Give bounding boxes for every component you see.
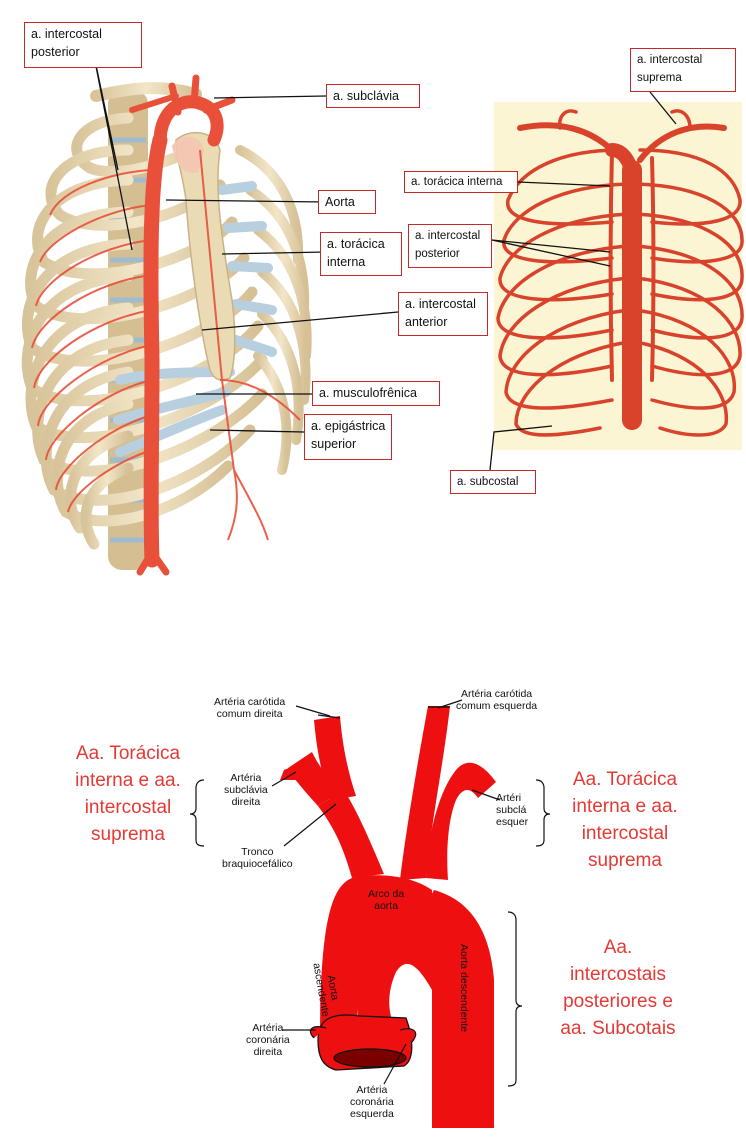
label-epigastrica-superior: a. epigástrica superior bbox=[304, 414, 392, 460]
aorta-left bbox=[129, 74, 236, 576]
label-aorta-descendente: Aorta descendente bbox=[458, 944, 470, 1033]
label-subclavia: a. subclávia bbox=[326, 84, 420, 108]
label-toracica-interna-left: a. torácica interna bbox=[320, 232, 402, 276]
label-coronaria-direita: Artéria coronária direita bbox=[246, 1022, 290, 1058]
aortic-arch-diagram bbox=[280, 706, 496, 1128]
note-left-toracica: Aa. Torácica interna e aa. intercostal s… bbox=[75, 743, 181, 845]
leader-lines bbox=[91, 45, 677, 471]
brachiocephalic-trunk bbox=[318, 790, 384, 878]
label-aorta: Aorta bbox=[318, 190, 376, 214]
label-tronco-braquiocefalico: Tronco braquiocefálico bbox=[222, 846, 293, 870]
label-musculofrenica: a. musculofrênica bbox=[312, 381, 440, 406]
note-right-toracica: Aa. Torácica interna e aa. intercostal s… bbox=[572, 769, 678, 871]
sternum bbox=[175, 131, 236, 381]
label-subclavia-direita: Artéria subclávia direita bbox=[224, 772, 268, 808]
label-intercostal-posterior-left: a. intercostal posterior bbox=[24, 22, 142, 68]
label-subcostal: a. subcostal bbox=[450, 470, 536, 494]
label-carotida-direita: Artéria carótida comum direita bbox=[214, 696, 286, 720]
rib-cage-illustration bbox=[21, 74, 312, 576]
label-intercostal-suprema: a. intercostal suprema bbox=[630, 48, 736, 92]
label-subclavia-esquerda: Artéri subclá esquer bbox=[496, 792, 529, 828]
label-intercostal-posterior-right: a. intercostal posterior bbox=[408, 224, 492, 268]
note-intercostais-posteriores: Aa. intercostais posteriores e aa. Subco… bbox=[560, 937, 676, 1039]
label-toracica-interna-right: a. torácica interna bbox=[404, 171, 518, 193]
arterial-cast-illustration bbox=[494, 102, 744, 450]
intercostal-arches bbox=[496, 109, 744, 437]
label-coronaria-esquerda: Artéria coronária esquerda bbox=[350, 1084, 394, 1120]
bracket-lines bbox=[189, 699, 551, 1087]
label-intercostal-anterior: a. intercostal anterior bbox=[398, 292, 488, 336]
label-arco-aorta: Arco da aorta bbox=[368, 888, 405, 912]
label-carotida-esquerda: Artéria carótida comum esquerda bbox=[456, 688, 538, 712]
left-carotid bbox=[400, 706, 450, 880]
ascending-aorta bbox=[320, 875, 432, 1040]
